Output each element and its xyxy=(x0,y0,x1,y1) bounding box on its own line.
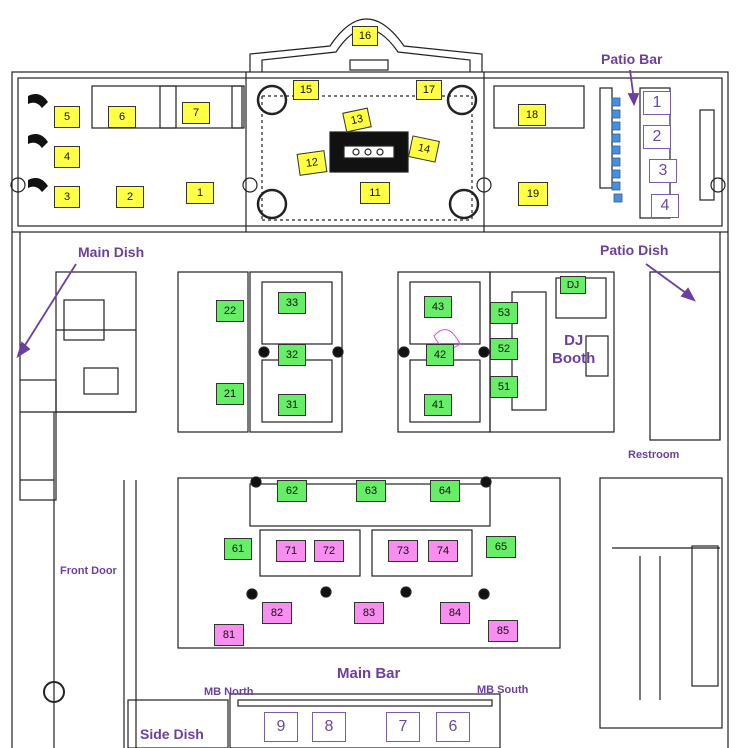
table-3[interactable]: 3 xyxy=(54,186,80,208)
patio-bar-station-3[interactable]: 3 xyxy=(649,159,677,183)
patio-bar-station-4[interactable]: 4 xyxy=(651,194,679,218)
table-15[interactable]: 15 xyxy=(293,80,319,100)
table-85[interactable]: 85 xyxy=(488,620,518,642)
main-bar-station-8[interactable]: 8 xyxy=(312,712,346,742)
table-6[interactable]: 6 xyxy=(108,106,136,128)
table-4[interactable]: 4 xyxy=(54,146,80,168)
table-7[interactable]: 7 xyxy=(182,102,210,124)
table-31[interactable]: 31 xyxy=(278,394,306,416)
table-1[interactable]: 1 xyxy=(186,182,214,204)
front-door-label: Front Door xyxy=(60,565,117,577)
table-12[interactable]: 12 xyxy=(296,150,328,176)
dj-table[interactable]: DJ xyxy=(560,276,586,294)
table-81[interactable]: 81 xyxy=(214,624,244,646)
main-dish-label: Main Dish xyxy=(78,244,145,260)
side-dish-label: Side Dish xyxy=(140,726,204,742)
table-32[interactable]: 32 xyxy=(278,344,306,366)
table-64[interactable]: 64 xyxy=(430,480,460,502)
table-42[interactable]: 42 xyxy=(426,344,454,366)
patio-bar-station-2[interactable]: 2 xyxy=(643,125,671,149)
table-61[interactable]: 61 xyxy=(224,538,252,560)
restroom-label: Restroom xyxy=(628,449,680,461)
table-71[interactable]: 71 xyxy=(276,540,306,562)
patio-bar-station-1[interactable]: 1 xyxy=(643,91,671,115)
patio-bar-label: Patio Bar xyxy=(601,51,663,67)
table-83[interactable]: 83 xyxy=(354,602,384,624)
table-43[interactable]: 43 xyxy=(424,296,452,318)
table-5[interactable]: 5 xyxy=(54,106,80,128)
table-18[interactable]: 18 xyxy=(518,104,546,126)
main-bar-station-9[interactable]: 9 xyxy=(264,712,298,742)
table-65[interactable]: 65 xyxy=(486,536,516,558)
table-19[interactable]: 19 xyxy=(518,182,548,206)
table-82[interactable]: 82 xyxy=(262,602,292,624)
table-72[interactable]: 72 xyxy=(314,540,344,562)
table-11[interactable]: 11 xyxy=(360,182,390,204)
mb-north-label: MB North xyxy=(204,686,254,698)
table-62[interactable]: 62 xyxy=(277,480,307,502)
main-bar-station-6[interactable]: 6 xyxy=(436,712,470,742)
table-16[interactable]: 16 xyxy=(352,26,378,46)
table-74[interactable]: 74 xyxy=(428,540,458,562)
table-51[interactable]: 51 xyxy=(490,376,518,398)
main-bar-station-7[interactable]: 7 xyxy=(386,712,420,742)
table-2[interactable]: 2 xyxy=(116,186,144,208)
table-17[interactable]: 17 xyxy=(416,80,442,100)
table-33[interactable]: 33 xyxy=(278,292,306,314)
table-84[interactable]: 84 xyxy=(440,602,470,624)
main-bar-label: Main Bar xyxy=(337,665,401,682)
table-63[interactable]: 63 xyxy=(356,480,386,502)
table-73[interactable]: 73 xyxy=(388,540,418,562)
patio-dish-label: Patio Dish xyxy=(600,242,669,258)
mb-south-label: MB South xyxy=(477,684,529,696)
table-52[interactable]: 52 xyxy=(490,338,518,360)
table-41[interactable]: 41 xyxy=(424,394,452,416)
table-21[interactable]: 21 xyxy=(216,383,244,405)
table-22[interactable]: 22 xyxy=(216,300,244,322)
table-53[interactable]: 53 xyxy=(490,302,518,324)
dj-booth-label: DJ Booth xyxy=(552,332,596,367)
